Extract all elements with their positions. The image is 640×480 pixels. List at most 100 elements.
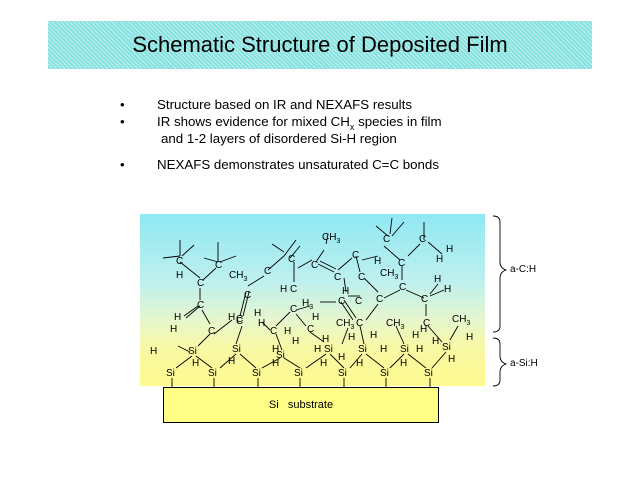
hydrogen-atom: H	[412, 330, 419, 341]
hydrogen-atom: H	[280, 284, 287, 295]
substrate-label: Si substrate	[268, 399, 334, 411]
carbon-atom: C	[288, 254, 295, 265]
slide-title: Schematic Structure of Deposited Film	[132, 32, 508, 57]
region-label-lower: a-Si:H	[510, 358, 538, 369]
carbon-atom: C	[270, 326, 277, 337]
silicon-atom: Si	[232, 344, 241, 355]
hydrogen-atom: H	[348, 332, 355, 343]
hydrogen-atom: H	[342, 286, 349, 297]
hydrogen-atom: H	[374, 256, 381, 267]
hydrogen-atom: H	[192, 358, 199, 369]
carbon-atom: C	[334, 272, 341, 283]
carbon-atom: C	[264, 266, 271, 277]
silicon-atom: Si	[166, 368, 175, 379]
carbon-atom: C	[244, 290, 251, 301]
silicon-atom: Si	[188, 346, 197, 357]
title-banner: Schematic Structure of Deposited Film	[48, 21, 592, 69]
bullet-marker: •	[120, 97, 125, 112]
hydrogen-atom: H	[432, 336, 439, 347]
bullet-text: Structure based on IR and NEXAFS results	[157, 97, 412, 112]
silicon-atom: Si	[442, 342, 451, 353]
carbon-atom: C	[215, 260, 222, 271]
hydrogen-atom: H	[314, 344, 321, 355]
bullet-marker: •	[120, 157, 125, 172]
bullet-item: • Structure based on IR and NEXAFS resul…	[120, 97, 590, 113]
methyl-group-labels: CH3 CH3 CH3 H3 CH3 CH3 CH3	[229, 232, 470, 331]
region-label-upper: a-C:H	[510, 264, 537, 275]
hydrogen-atom: H	[254, 308, 261, 319]
silicon-atom: Si	[324, 344, 333, 355]
carbon-atom: C	[355, 296, 362, 307]
silicon-atom: Si	[276, 350, 285, 361]
bullet-subscript: x	[349, 122, 355, 132]
carbon-atom-labels: C C C C C C C C C C C C C C C C C C C C …	[176, 234, 430, 337]
carbon-atom: C	[307, 324, 314, 335]
hydrogen-atom: H	[380, 344, 387, 355]
hydrogen-atom: H	[174, 312, 181, 323]
carbon-atom: C	[176, 256, 183, 267]
carbon-atom: C	[290, 284, 297, 295]
silicon-atom: Si	[338, 368, 347, 379]
hydrogen-atom: H	[416, 344, 423, 355]
hydrogen-atom: H	[446, 244, 453, 255]
hydrogen-atom: H	[284, 326, 291, 337]
bullet-marker: •	[120, 114, 125, 129]
hydrogen-atom: H	[322, 334, 329, 345]
carbon-atom: C	[421, 294, 428, 305]
methyl-label: CH3	[386, 318, 404, 331]
hydrogen-atom: H	[444, 284, 451, 295]
bullet-text: IR shows evidence for mixed CHx species …	[157, 114, 442, 132]
bullet-item: • NEXAFS demonstrates unsaturated C=C bo…	[120, 157, 590, 173]
silicon-atom: Si	[424, 368, 433, 379]
carbon-atom: C	[399, 282, 406, 293]
carbon-atom: C	[398, 258, 405, 269]
silicon-atom: Si	[358, 344, 367, 355]
carbon-atom: C	[423, 318, 430, 329]
bullet-list: • Structure based on IR and NEXAFS resul…	[120, 97, 590, 173]
carbon-atom: C	[236, 314, 243, 325]
bullet-text: and 1-2 layers of disordered Si-H region	[161, 131, 397, 146]
methyl-label: H3	[302, 298, 313, 311]
hydrogen-atom: H	[338, 352, 345, 363]
silicon-atom: Si	[380, 368, 389, 379]
methyl-label: CH3	[380, 268, 398, 281]
si-substrate: Si substrate	[163, 387, 439, 423]
methyl-label: CH3	[229, 270, 247, 283]
hydrogen-atom: H	[228, 356, 235, 367]
bullet-text-part: species in film	[354, 114, 442, 129]
hydrogen-atom: H	[420, 324, 427, 335]
hydrogen-atom: H	[292, 336, 299, 347]
carbon-atom: C	[383, 234, 390, 245]
silicon-atom: Si	[252, 368, 261, 379]
carbon-atom: C	[236, 316, 243, 327]
hydrogen-atom: H	[312, 312, 319, 323]
carbon-atom: C	[352, 250, 359, 261]
bond-lines	[162, 215, 508, 388]
carbon-atom: C	[358, 272, 365, 283]
hydrogen-atom-labels: H H H H H H H H H H H H H H H H H H H H …	[150, 244, 473, 369]
carbon-atom: C	[311, 260, 318, 271]
hydrogen-atom: H	[228, 312, 235, 323]
bullet-text: NEXAFS demonstrates unsaturated C=C bond…	[157, 157, 439, 172]
bullet-text-part: IR shows evidence for mixed CH	[157, 114, 350, 129]
carbon-atom: C	[197, 278, 204, 289]
hydrogen-atom: H	[272, 344, 279, 355]
carbon-atom: C	[208, 326, 215, 337]
silicon-atom: Si	[294, 368, 303, 379]
hydrogen-atom: H	[434, 274, 441, 285]
bullet-item: • IR shows evidence for mixed CHx specie…	[120, 114, 590, 132]
carbon-atom: C	[290, 304, 297, 315]
hydrogen-atom: H	[170, 324, 177, 335]
carbon-atom: C	[419, 234, 426, 245]
hydrogen-atom: H	[400, 358, 407, 369]
methyl-label: CH3	[322, 232, 340, 245]
silicon-atom: Si	[208, 368, 217, 379]
carbon-atom: C	[197, 300, 204, 311]
hydrogen-atom: H	[272, 358, 279, 369]
hydrogen-atom: H	[320, 358, 327, 369]
hydrogen-atom: H	[466, 332, 473, 343]
methyl-label: CH3	[336, 318, 354, 331]
silicon-atom-labels: Si Si Si Si Si Si Si Si Si Si Si Si Si S…	[166, 342, 451, 379]
hydrogen-atom: H	[436, 254, 443, 265]
